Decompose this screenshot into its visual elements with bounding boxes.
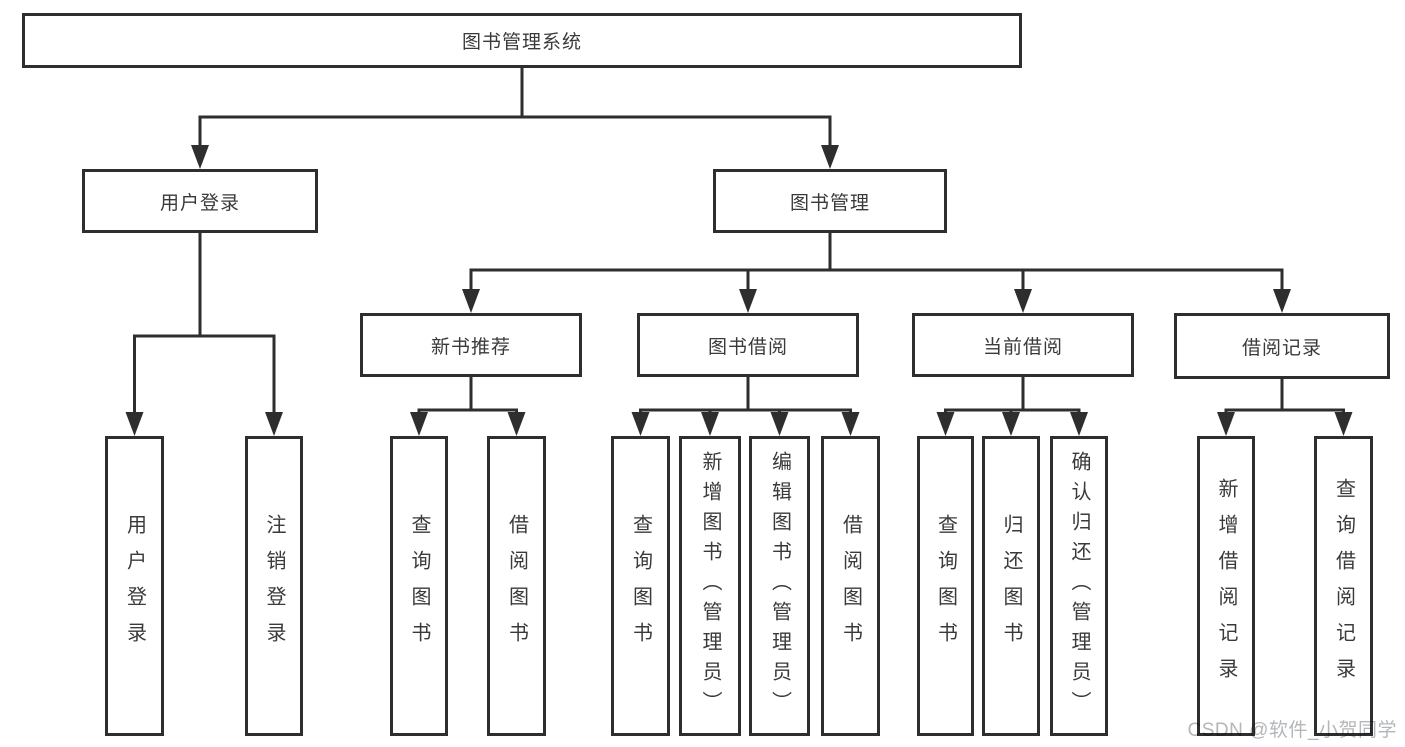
leaf-borrow-books-recommend: 借阅图书 [487, 436, 546, 736]
node-label: 新增图书（管理员） [699, 451, 721, 721]
node-book-borrowing: 图书借阅 [637, 313, 859, 377]
node-label: 编辑图书（管理员） [768, 451, 791, 721]
node-label: 查询图书 [934, 514, 957, 658]
node-label: 当前借阅 [982, 336, 1063, 358]
node-label: 归还图书 [1000, 514, 1022, 658]
node-label: 新书推荐 [430, 336, 511, 358]
leaf-return-books: 归还图书 [982, 436, 1040, 736]
node-label: 图书管理系统 [461, 32, 582, 53]
node-label: 借阅图书 [505, 514, 528, 658]
leaf-search-books-recommend: 查询图书 [390, 436, 448, 736]
node-label: 用户登录 [159, 192, 240, 214]
node-label: 借阅记录 [1241, 337, 1322, 359]
leaf-logout: 注销登录 [245, 436, 303, 736]
node-label: 注销登录 [263, 514, 285, 658]
leaf-search-borrow-record: 查询借阅记录 [1314, 436, 1373, 736]
node-user-login: 用户登录 [82, 169, 318, 233]
leaf-edit-books-admin: 编辑图书（管理员） [749, 436, 810, 736]
node-label: 确认归还（管理员） [1068, 451, 1090, 721]
leaf-search-books-borrowing: 查询图书 [611, 436, 670, 736]
leaf-add-books-admin: 新增图书（管理员） [679, 436, 741, 736]
leaf-user-login: 用户登录 [105, 436, 164, 736]
leaf-confirm-return-admin: 确认归还（管理员） [1050, 436, 1108, 736]
node-label: 新增借阅记录 [1215, 478, 1237, 694]
node-book-management: 图书管理 [713, 169, 947, 233]
node-label: 查询图书 [408, 514, 430, 658]
node-root-library-system: 图书管理系统 [22, 13, 1022, 68]
node-label: 图书借阅 [707, 336, 788, 358]
node-label: 用户登录 [123, 514, 146, 658]
node-borrow-records: 借阅记录 [1174, 313, 1390, 379]
leaf-search-books-current: 查询图书 [917, 436, 974, 736]
node-current-borrowing: 当前借阅 [912, 313, 1134, 377]
node-label: 借阅图书 [839, 514, 862, 658]
node-label: 图书管理 [789, 192, 870, 214]
node-label: 查询借阅记录 [1332, 478, 1355, 694]
csdn-watermark: CSDN @软件_小贺同学 [1187, 720, 1397, 741]
node-new-book-recommend: 新书推荐 [360, 313, 582, 377]
leaf-borrow-books: 借阅图书 [821, 436, 880, 736]
leaf-add-borrow-record: 新增借阅记录 [1197, 436, 1255, 736]
node-label: 查询图书 [629, 514, 652, 658]
